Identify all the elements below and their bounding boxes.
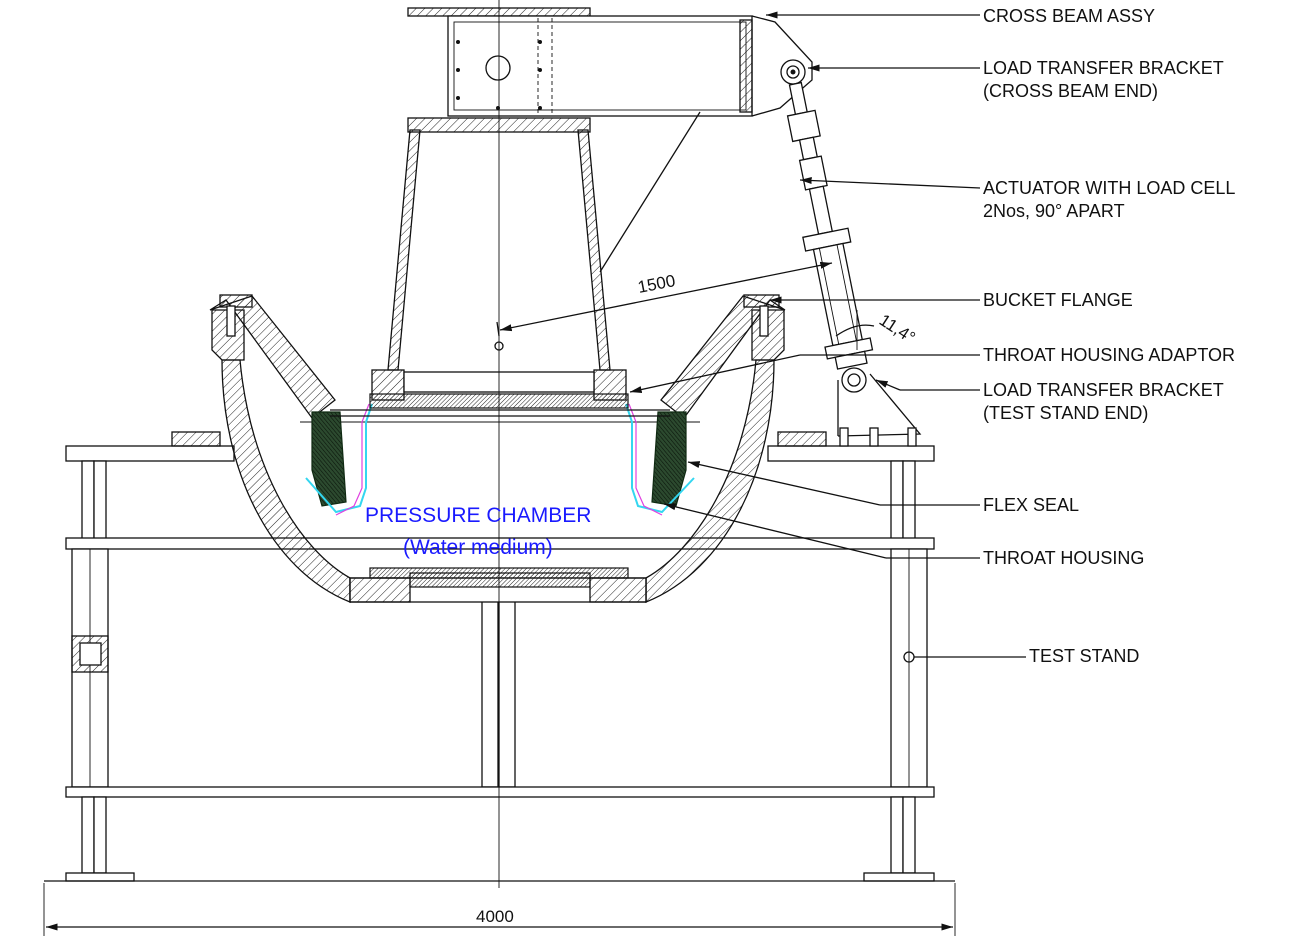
radius-dimension: 1500: [636, 271, 677, 297]
label-ltb-test-stand: LOAD TRANSFER BRACKET: [983, 380, 1224, 400]
label-actuator: ACTUATOR WITH LOAD CELL: [983, 178, 1235, 198]
label-flex-seal: FLEX SEAL: [983, 495, 1079, 515]
actuator-with-load-cell: [780, 59, 922, 447]
angle-dimension: 11,4°: [876, 310, 919, 347]
label-test-stand: TEST STAND: [1029, 646, 1139, 666]
cross-beam-assy: [407, 7, 813, 117]
width-dimension: 4000: [476, 907, 514, 926]
label-bucket-flange: BUCKET FLANGE: [983, 290, 1133, 310]
label-ltb-test-stand-sub: (TEST STAND END): [983, 403, 1148, 423]
throat-housing-liner: [305, 403, 695, 516]
label-ltb-cross-beam-sub: (CROSS BEAM END): [983, 81, 1158, 101]
radius-dimension-line: [499, 261, 833, 332]
chamber-medium: (Water medium): [403, 536, 553, 559]
leader-lines: [599, 11, 1026, 658]
label-throat-housing-adaptor: THROAT HOUSING ADAPTOR: [983, 345, 1235, 365]
throat-housing: [330, 117, 670, 417]
label-cross-beam-assy: CROSS BEAM ASSY: [983, 6, 1155, 26]
label-throat-housing: THROAT HOUSING: [983, 548, 1144, 568]
flex-seal: [311, 411, 687, 507]
label-ltb-cross-beam: LOAD TRANSFER BRACKET: [983, 58, 1224, 78]
label-actuator-sub: 2Nos, 90° APART: [983, 201, 1125, 221]
test-stand: [44, 445, 955, 882]
chamber-title: PRESSURE CHAMBER: [365, 504, 591, 527]
